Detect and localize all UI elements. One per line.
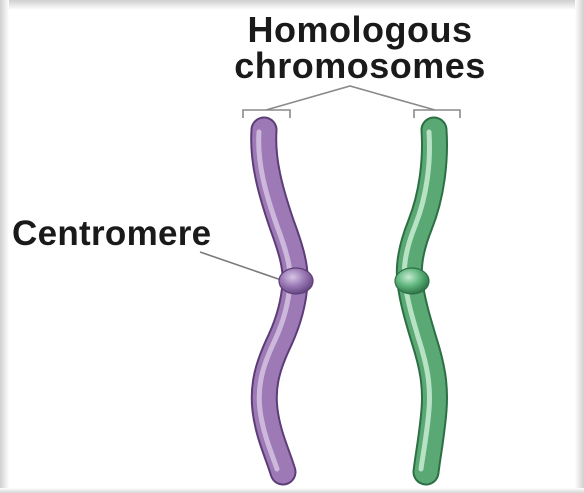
- purple-chromosome: [259, 130, 313, 472]
- diagram-title: Homologous chromosomes: [160, 12, 560, 84]
- title-line-1: Homologous: [160, 12, 560, 48]
- centromere-label: Centromere: [12, 214, 211, 254]
- centromere-pointer-line: [200, 252, 287, 282]
- title-line-2: chromosomes: [160, 48, 560, 84]
- title-leader-lines: [266, 86, 435, 110]
- purple-centromere: [279, 268, 313, 294]
- right-bracket: [414, 110, 460, 118]
- green-chromosome: [395, 130, 435, 472]
- green-centromere: [395, 268, 429, 294]
- homolog-bracket-lines: [243, 86, 460, 118]
